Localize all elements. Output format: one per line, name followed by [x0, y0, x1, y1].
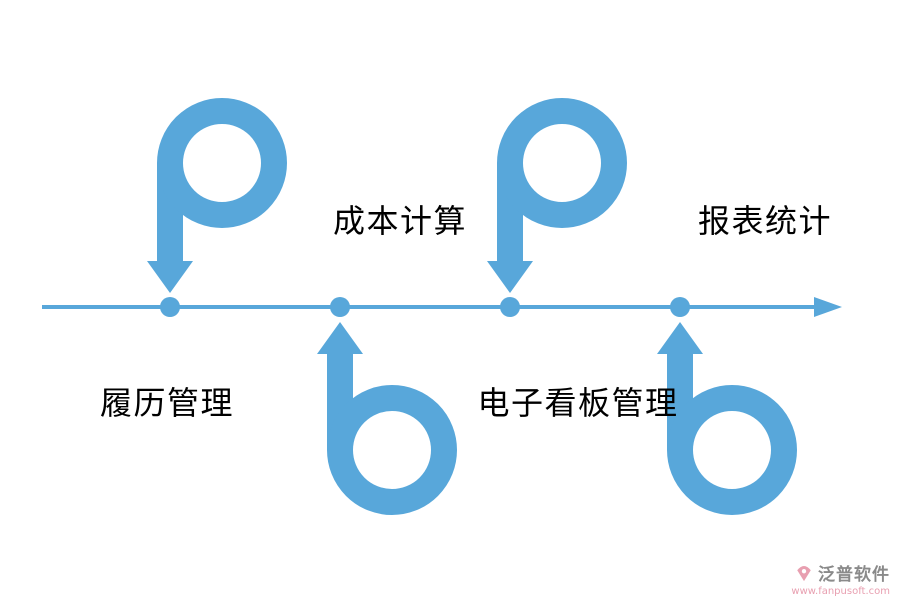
label-report-statistics: 报表统计: [697, 202, 833, 240]
loop-arrow-up-1-icon: [317, 322, 457, 515]
loop-arrow-down-1-icon: [147, 98, 287, 293]
loop-arrow-head: [657, 322, 703, 354]
timeline-dot-4: [670, 297, 690, 317]
label-history-management: 履历管理: [99, 384, 235, 422]
loop-arrow-head: [147, 261, 193, 293]
brand-website: www.fanpusoft.com: [791, 586, 890, 597]
label-cost-calculation: 成本计算: [332, 202, 468, 240]
brand-name: 泛普软件: [818, 565, 890, 585]
loop-arrow-down-2-icon: [487, 98, 627, 293]
timeline-dot-2: [330, 297, 350, 317]
timeline-dot-1: [160, 297, 180, 317]
loop-arrow-ring: [497, 98, 627, 228]
brand-footer: 泛普软件 www.fanpusoft.com: [791, 560, 890, 597]
timeline-arrowhead-icon: [814, 297, 842, 317]
label-kanban-management: 电子看板管理: [477, 384, 679, 422]
loop-arrow-head: [487, 261, 533, 293]
loop-arrow-up-2-icon: [657, 322, 797, 515]
brand-row: 泛普软件: [791, 560, 890, 585]
loop-arrow-ring: [157, 98, 287, 228]
timeline-dots: [160, 297, 690, 317]
timeline-dot-3: [500, 297, 520, 317]
loop-arrow-ring: [327, 385, 457, 515]
fanpu-logo-icon: [797, 565, 811, 581]
loop-arrow-ring: [667, 385, 797, 515]
loop-arrow-head: [317, 322, 363, 354]
